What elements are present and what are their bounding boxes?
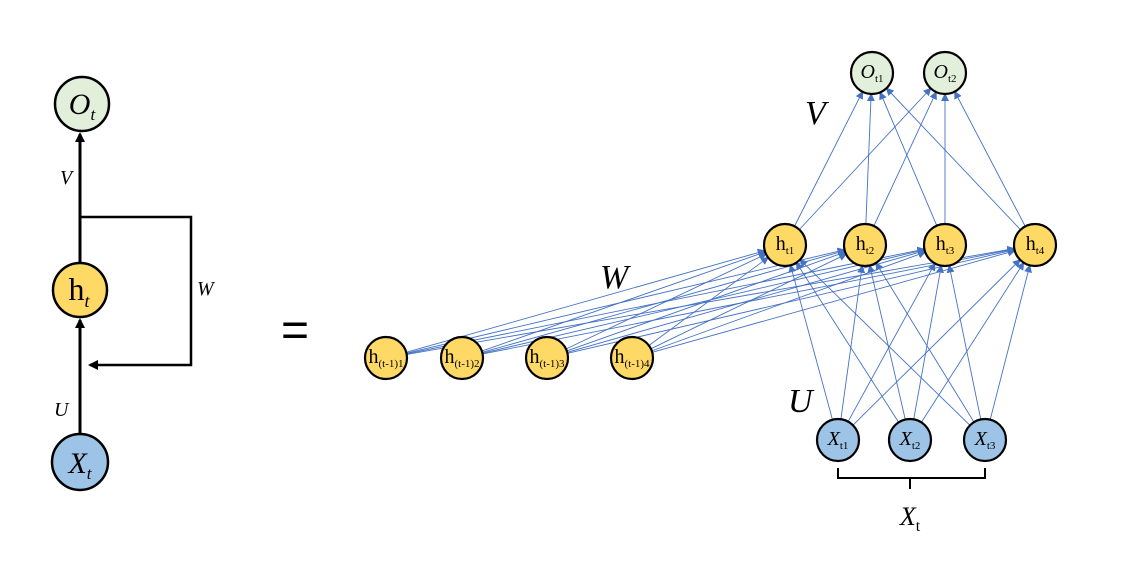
v-edge [954, 90, 1026, 227]
u-weight-label: U [54, 399, 70, 421]
input-node [50, 432, 110, 492]
w-edge [406, 248, 766, 353]
u-edge [875, 262, 975, 423]
hidden-label: ht [68, 271, 90, 311]
input-label: Xt [67, 447, 92, 483]
w-weight-label: W [197, 278, 216, 300]
w-edge [406, 247, 846, 354]
w-edge [567, 248, 926, 353]
input-group-label: Xt [899, 502, 921, 535]
v-edge [879, 91, 938, 226]
input-node: Xt1 [815, 417, 861, 463]
hidden-node-label: ht2 [856, 233, 875, 257]
output-label: Ot [69, 88, 97, 124]
hidden-node: ht4 [1012, 222, 1058, 268]
v-weight-label: V [60, 167, 75, 189]
input-group-bracket [837, 468, 986, 489]
prev-hidden-node: h(t-1)1 [363, 335, 409, 381]
input-node-label: Xt1 [827, 428, 849, 452]
prev-hidden-node-label: h(t-1)4 [614, 346, 650, 370]
input-node-circle [815, 417, 861, 463]
unfolded-nodes: h(t-1)1 h(t-1)2 h(t-1)3 h(t-1)4 ht1 ht2 ht3 ht4… [363, 50, 1058, 463]
hidden-node-circle [1012, 222, 1058, 268]
hidden-node-label: ht4 [1026, 233, 1045, 257]
prev-hidden-node-label: h(t-1)1 [368, 346, 403, 370]
w-weight-label-unfolded: W [600, 259, 631, 296]
hidden-node: ht1 [762, 222, 808, 268]
u-edge [867, 264, 906, 420]
w-loop-arrow [80, 215, 193, 370]
hidden-node [51, 261, 109, 319]
v-edge [865, 92, 875, 225]
u-edge [788, 264, 833, 420]
u-edge [847, 262, 936, 422]
input-node-label: Xt3 [974, 428, 996, 452]
u-edge [920, 261, 1025, 423]
output-node: Ot2 [922, 50, 968, 96]
u-edge [795, 261, 900, 423]
u-edge [946, 264, 982, 420]
hidden-node-circle [922, 222, 968, 268]
folded-rnn: Ot ht Xt V W U [50, 75, 216, 492]
prev-hidden-node: h(t-1)3 [524, 335, 570, 381]
hidden-node-label: ht1 [776, 233, 795, 257]
equals-sign: = [281, 304, 309, 357]
hidden-node: ht2 [842, 222, 888, 268]
unfolded-edges [406, 87, 1032, 426]
input-node-label: Xt2 [899, 428, 921, 452]
w-edge [406, 245, 1016, 355]
w-edge [651, 250, 927, 352]
v-weight-label-unfolded: V [805, 95, 830, 132]
w-edge [482, 247, 926, 354]
hidden-node-circle [842, 222, 888, 268]
w-edge [650, 253, 848, 350]
input-node-circle [962, 417, 1008, 463]
u-weight-label-unfolded: U [788, 383, 815, 420]
prev-hidden-node: h(t-1)2 [439, 335, 485, 381]
u-edge [989, 264, 1032, 420]
output-node-circle [922, 50, 968, 96]
prev-hidden-node-label: h(t-1)3 [529, 346, 565, 370]
output-node [53, 75, 111, 133]
u-edge [913, 264, 944, 420]
prev-hidden-node-circle [524, 335, 570, 381]
hidden-node-circle [762, 222, 808, 268]
w-edge [565, 253, 767, 350]
u-edge [840, 264, 866, 420]
input-node: Xt3 [962, 417, 1008, 463]
output-node-label: Ot1 [860, 61, 883, 85]
u-edge [799, 258, 971, 426]
w-edge [648, 256, 769, 346]
v-edge [794, 90, 863, 227]
hidden-node-label: ht3 [936, 233, 955, 257]
prev-hidden-node-label: h(t-1)2 [444, 346, 479, 370]
hidden-node: ht3 [922, 222, 968, 268]
u-edge [852, 259, 1021, 426]
prev-hidden-node-circle [609, 335, 655, 381]
prev-hidden-node-circle [363, 335, 409, 381]
w-edge [482, 248, 846, 353]
w-edge [481, 250, 767, 352]
v-edge [873, 91, 937, 227]
output-node-circle [849, 50, 895, 96]
v-edge [885, 87, 1021, 231]
output-node-label: Ot2 [933, 61, 956, 85]
prev-hidden-node-circle [439, 335, 485, 381]
output-node: Ot1 [849, 50, 895, 96]
input-node-circle [887, 417, 933, 463]
prev-hidden-node: h(t-1)4 [609, 335, 655, 381]
input-node: Xt2 [887, 417, 933, 463]
